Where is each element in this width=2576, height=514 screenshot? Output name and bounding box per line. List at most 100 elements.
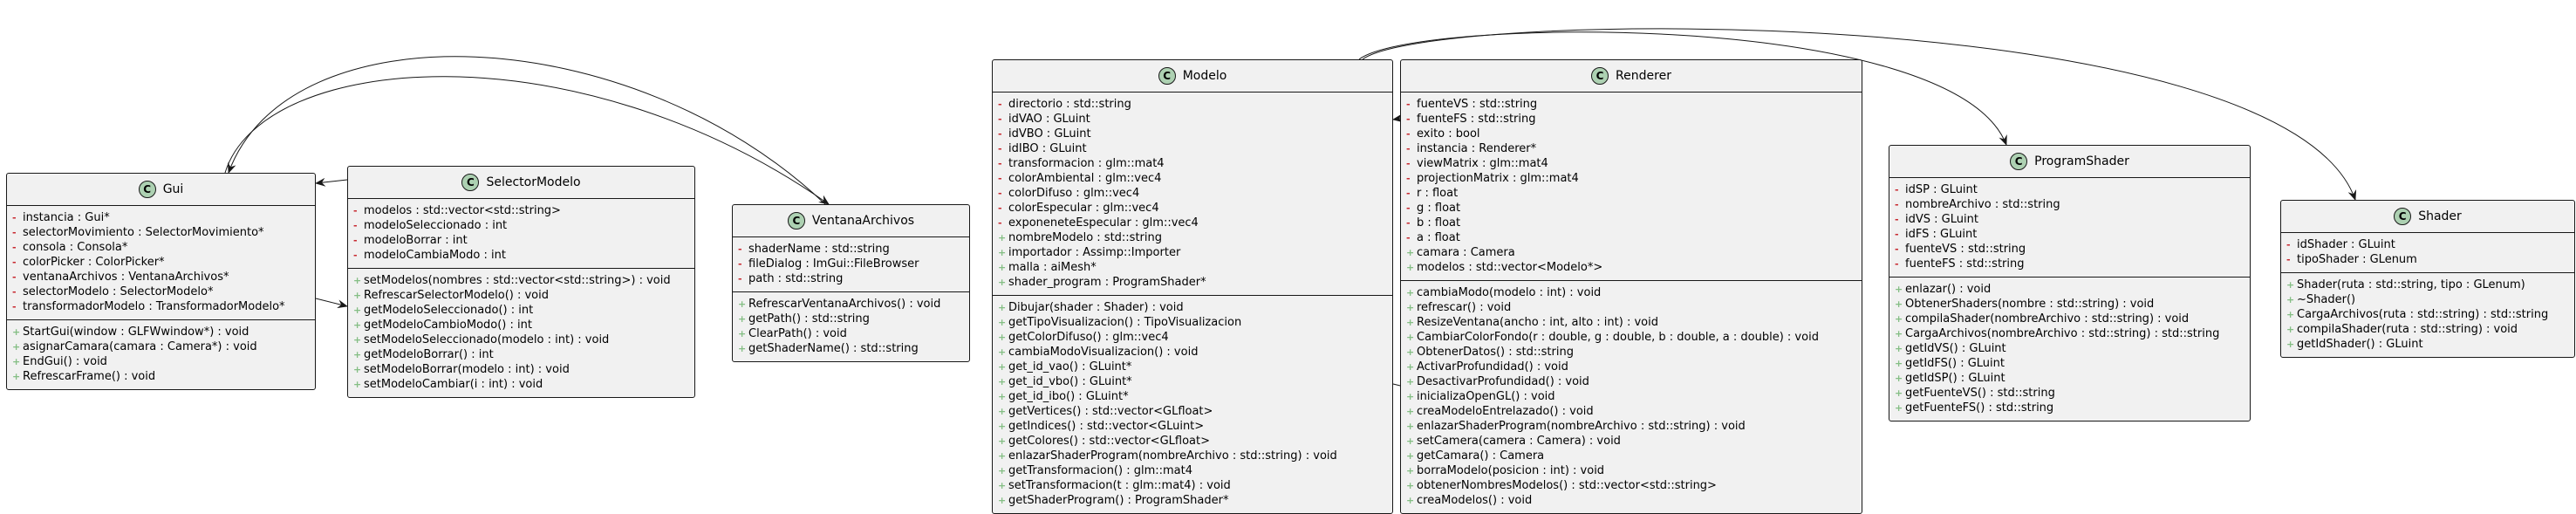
method-row: +CargaArchivos(nombreArchivo : std::stri…	[1895, 326, 2245, 341]
private-visibility-icon: -	[998, 188, 1002, 199]
attribute-text: g : float	[1417, 202, 1461, 215]
public-visibility-icon: +	[998, 262, 1007, 273]
method-text: ~Shader()	[2297, 293, 2356, 306]
method-row: +ObtenerDatos() : std::string	[1406, 345, 1856, 360]
method-text: setModeloSeleccionado(modelo : int) : vo…	[364, 333, 610, 346]
method-row: +RefrescarSelectorModelo() : void	[353, 288, 689, 303]
method-text: refrescar() : void	[1417, 301, 1512, 314]
method-text: getModeloSeleccionado() : int	[364, 304, 534, 317]
public-visibility-icon: +	[12, 356, 21, 367]
method-row: +setTransformacion(t : glm::mat4) : void	[998, 478, 1387, 493]
method-row: +setModeloBorrar(modelo : int) : void	[353, 362, 689, 377]
public-visibility-icon: +	[353, 305, 362, 316]
method-row: +getIndices() : std::vector<GLuint>	[998, 419, 1387, 434]
attribute-row: -tipoShader : GLenum	[2286, 252, 2569, 267]
attribute-row: +nombreModelo : std::string	[998, 230, 1387, 245]
method-text: getIdVS() : GLuint	[1905, 342, 2006, 355]
method-row: +Shader(ruta : std::string, tipo : GLenu…	[2286, 278, 2569, 292]
attribute-row: -modelos : std::vector<std::string>	[353, 203, 689, 218]
method-text: CargaArchivos(nombreArchivo : std::strin…	[1905, 327, 2220, 340]
method-row: +get_id_vao() : GLuint*	[998, 360, 1387, 374]
public-visibility-icon: +	[998, 421, 1007, 432]
private-visibility-icon: -	[353, 250, 358, 261]
relation-modelo-shader	[1362, 28, 2357, 201]
attribute-text: tipoShader : GLenum	[2297, 253, 2417, 266]
method-row: +refrescar() : void	[1406, 300, 1856, 315]
method-text: getFuenteVS() : std::string	[1905, 387, 2055, 400]
attribute-row: -idVAO : GLuint	[998, 112, 1387, 127]
public-visibility-icon: +	[998, 435, 1007, 447]
method-text: RefrescarVentanaArchivos() : void	[748, 298, 941, 311]
method-row: +setModelos(nombres : std::vector<std::s…	[353, 273, 689, 288]
attribute-text: modelos : std::vector<Modelo*>	[1417, 261, 1603, 274]
attribute-text: idShader : GLuint	[2297, 238, 2395, 251]
private-visibility-icon: -	[1895, 243, 1899, 255]
public-visibility-icon: +	[1895, 358, 1903, 369]
method-row: +getTipoVisualizacion() : TipoVisualizac…	[998, 315, 1387, 330]
method-text: getColorDifuso() : glm::vec4	[1008, 331, 1169, 344]
method-row: +enlazar() : void	[1895, 282, 2245, 297]
private-visibility-icon: -	[998, 143, 1002, 154]
attribute-text: fuenteFS : std::string	[1417, 113, 1536, 126]
class-badge-icon: C	[2394, 208, 2412, 225]
attribute-row: -idFS : GLuint	[1895, 227, 2245, 242]
private-visibility-icon: -	[1406, 158, 1411, 169]
attribute-text: nombreModelo : std::string	[1008, 231, 1162, 244]
method-row: +~Shader()	[2286, 292, 2569, 307]
method-text: get_id_vao() : GLuint*	[1008, 360, 1132, 374]
public-visibility-icon: +	[12, 326, 21, 338]
attribute-text: fuenteFS : std::string	[1905, 257, 2025, 271]
method-text: getVertices() : std::vector<GLfloat>	[1008, 405, 1213, 418]
private-visibility-icon: -	[12, 286, 17, 298]
public-visibility-icon: +	[998, 332, 1007, 343]
private-visibility-icon: -	[998, 113, 1002, 125]
private-visibility-icon: -	[1895, 184, 1899, 195]
method-row: +getFuenteFS() : std::string	[1895, 401, 2245, 415]
public-visibility-icon: +	[353, 334, 362, 346]
attribute-row: -r : float	[1406, 186, 1856, 201]
method-text: getTipoVisualizacion() : TipoVisualizaci…	[1008, 316, 1242, 329]
attribute-text: malla : aiMesh*	[1008, 261, 1097, 274]
relation-gui-selectormodelo	[315, 298, 348, 309]
method-text: RefrescarSelectorModelo() : void	[364, 289, 549, 302]
method-text: borraModelo(posicion : int) : void	[1417, 464, 1605, 477]
method-text: getIdSP() : GLuint	[1905, 372, 2005, 385]
method-row: +ActivarProfundidad() : void	[1406, 360, 1856, 374]
attribute-text: fileDialog : ImGui::FileBrowser	[748, 257, 919, 271]
public-visibility-icon: +	[353, 349, 362, 360]
method-row: +getShaderProgram() : ProgramShader*	[998, 493, 1387, 508]
public-visibility-icon: +	[1406, 421, 1415, 432]
public-visibility-icon: +	[998, 361, 1007, 373]
method-row: +obtenerNombresModelos() : std::vector<s…	[1406, 478, 1856, 493]
method-text: getColores() : std::vector<GLfloat>	[1008, 435, 1210, 448]
method-text: ClearPath() : void	[748, 327, 847, 340]
attribute-row: -modeloCambiaModo : int	[353, 248, 689, 263]
public-visibility-icon: +	[1406, 302, 1415, 313]
method-text: ObtenerDatos() : std::string	[1417, 346, 1574, 359]
public-visibility-icon: +	[1406, 346, 1415, 358]
attribute-text: colorDifuso : glm::vec4	[1008, 187, 1140, 200]
method-row: +ClearPath() : void	[738, 326, 964, 341]
methods-section: +enlazar() : void+ObtenerShaders(nombre …	[1889, 277, 2250, 421]
method-text: RefrescarFrame() : void	[23, 370, 156, 383]
method-text: getTransformacion() : glm::mat4	[1008, 464, 1193, 477]
relation-ventanaarchivos-gui	[228, 56, 826, 205]
attribute-row: -ventanaArchivos : VentanaArchivos*	[12, 270, 310, 284]
attribute-row: -fileDialog : ImGui::FileBrowser	[738, 257, 964, 271]
attribute-row: -idVBO : GLuint	[998, 127, 1387, 141]
attribute-text: fuenteVS : std::string	[1417, 98, 1538, 111]
attribute-text: transformacion : glm::mat4	[1008, 157, 1165, 170]
attribute-row: -instancia : Renderer*	[1406, 141, 1856, 156]
method-row: +ObtenerShaders(nombre : std::string) : …	[1895, 297, 2245, 312]
private-visibility-icon: -	[12, 271, 17, 283]
